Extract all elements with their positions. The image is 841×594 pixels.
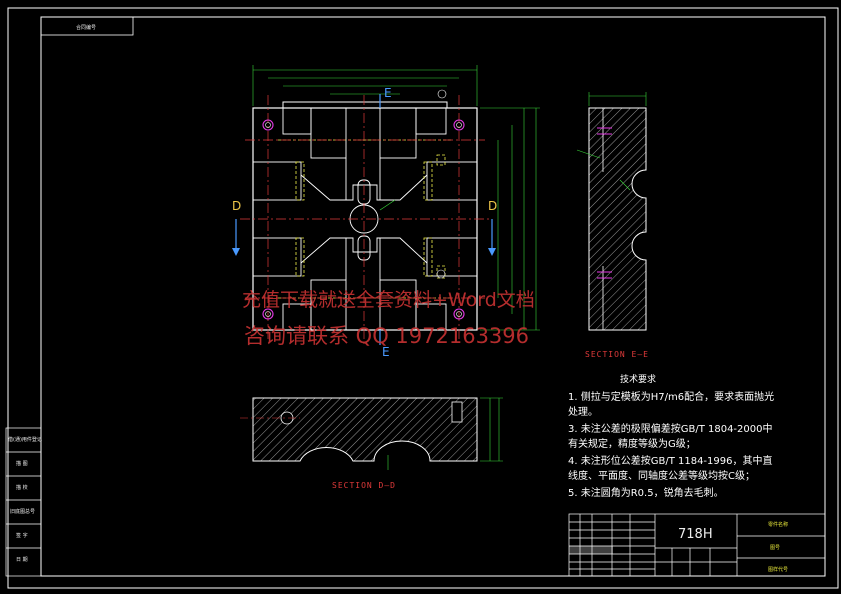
part-name-label: 零件名称 (768, 522, 789, 528)
cut-label-d-right: D (488, 199, 497, 213)
top-left-tag (40, 16, 134, 36)
tech-req-line-6: 5. 未注圆角为R0.5，锐角去毛刺。 (568, 488, 724, 499)
left-stamp-column (5, 427, 42, 577)
cut-label-e-top: E (384, 86, 392, 100)
left-stamp-3: 旧底图总号 (10, 509, 36, 515)
left-stamp-0: 借(通)用件登记 (8, 437, 42, 443)
left-stamp-4: 签 字 (16, 533, 28, 539)
tech-req-line-4: 4. 未注形位公差按GB/T 1184-1996，其中直 (568, 456, 773, 467)
plan-view (232, 65, 540, 345)
outer-border (7, 7, 839, 589)
section-ee-view (576, 92, 647, 331)
top-left-tag-label: 合同编号 (76, 25, 97, 31)
title-block-grid (568, 513, 826, 577)
tech-req-line-5: 线度、平面度、同轴度公差等级均按C级； (568, 471, 755, 482)
left-stamp-5: 日 期 (16, 557, 28, 563)
tech-req-title: 技术要求 (620, 375, 657, 385)
section-ee-label: SECTION E—E (585, 350, 649, 359)
company-label: 图样代号 (768, 567, 789, 573)
tech-req-line-2: 3. 未注公差的极限偏差按GB/T 1804-2000中 (568, 424, 773, 435)
inner-border (40, 16, 826, 577)
left-stamp-1: 描 图 (16, 461, 28, 467)
left-stamp-2: 描 校 (16, 485, 28, 491)
tech-req-line-3: 有关规定，精度等级为G级； (568, 439, 696, 450)
tech-req-line-0: 1. 侧拉与定模板为H7/m6配合，要求表面抛光 (568, 392, 775, 403)
tech-req-line-1: 处理。 (568, 407, 598, 418)
title-block-highlight (569, 546, 613, 554)
watermark-line-1: 充值下载就送全套资料+Word文档 (242, 289, 535, 311)
drawing-label: 图号 (770, 545, 781, 551)
material-label: 718H (678, 527, 713, 542)
section-dd-view (240, 397, 503, 470)
watermark-line-2: 咨询请联系 QQ 1972163396 (244, 324, 530, 348)
section-dd-label: SECTION D—D (332, 481, 396, 490)
cut-label-e-bottom: E (382, 345, 390, 359)
cut-label-d-left: D (232, 199, 241, 213)
